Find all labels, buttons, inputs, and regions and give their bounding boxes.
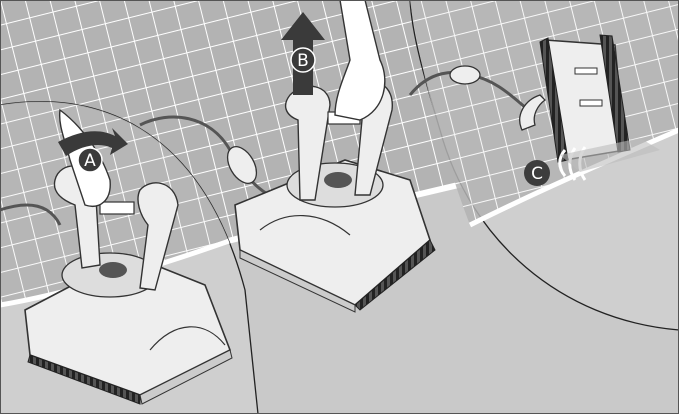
step-c-marker: C: [524, 160, 550, 186]
step-b-label: B: [297, 51, 309, 71]
step-a-marker: A: [78, 148, 102, 172]
step-a-label: A: [84, 151, 96, 171]
step-b-marker: B: [291, 48, 315, 72]
step-c-label: C: [531, 164, 543, 184]
